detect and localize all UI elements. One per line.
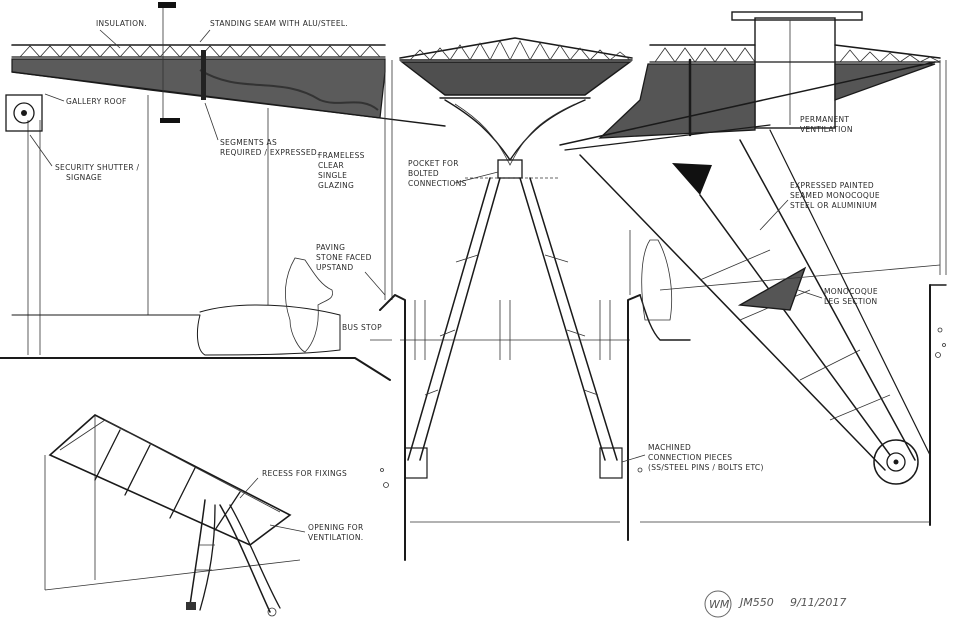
- right-canopy-section: [559, 11, 947, 526]
- signature-date: 9/11/2017: [790, 596, 846, 609]
- note-opening-ventilation: OPENING FOR VENTILATION.: [308, 523, 366, 542]
- signature-code: JM550: [738, 596, 774, 609]
- note-expressed-painted: EXPRESSED PAINTED SEAMED MONOCOQUE STEEL…: [790, 181, 883, 210]
- note-paving-stone: PAVING STONE FACED UPSTAND: [316, 243, 374, 272]
- signature-monogram: WM: [709, 598, 730, 611]
- note-pocket-bolted: POCKET FOR BOLTED CONNECTIONS: [408, 159, 467, 188]
- note-monocoque-leg: MONOCOQUE LEG SECTION: [824, 287, 881, 306]
- centre-canopy-elevation: [370, 37, 691, 561]
- note-permanent-ventilation: PERMANENT VENTILATION: [800, 115, 853, 134]
- note-gallery-roof: GALLERY ROOF: [66, 97, 127, 106]
- left-roof-section: [0, 2, 446, 381]
- note-segments: SEGMENTS AS REQUIRED / EXPRESSED.: [220, 138, 320, 157]
- note-bus-stop: BUS STOP: [342, 323, 382, 332]
- note-recess-fixings: RECESS FOR FIXINGS: [262, 469, 347, 478]
- note-insulation: INSULATION.: [96, 19, 147, 28]
- note-security-shutter: SECURITY SHUTTER / SIGNAGE: [55, 163, 142, 182]
- perspective-sketch: [44, 414, 301, 617]
- note-frameless: FRAMELESS CLEAR SINGLE GLAZING: [318, 151, 367, 190]
- signature-block: WM JM550 9/11/2017: [704, 590, 846, 618]
- note-standing-seam: STANDING SEAM WITH ALU/STEEL.: [210, 19, 348, 28]
- annotations: INSULATION. STANDING SEAM WITH ALU/STEEL…: [29, 19, 883, 542]
- note-machined-connection: MACHINED CONNECTION PIECES (SS/STEEL PIN…: [648, 443, 764, 472]
